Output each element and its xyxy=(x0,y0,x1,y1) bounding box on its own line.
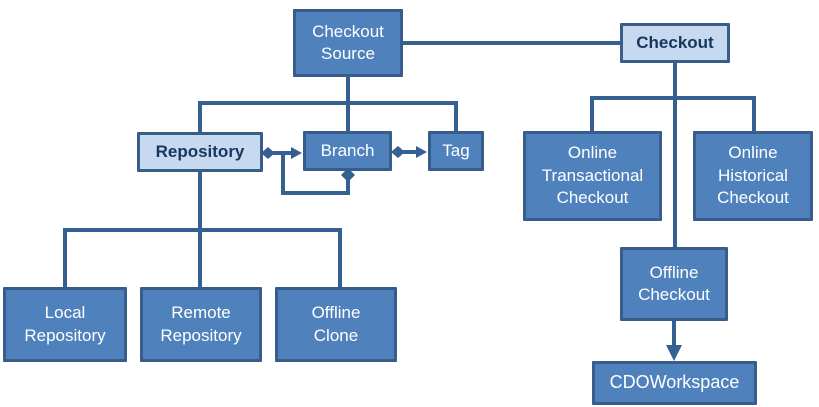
node-remote-repository: Remote Repository xyxy=(140,287,262,362)
node-branch: Branch xyxy=(303,131,392,171)
node-local-repository: Local Repository xyxy=(3,287,127,362)
node-offline-clone: Offline Clone xyxy=(275,287,397,362)
node-cdoworkspace: CDOWorkspace xyxy=(592,361,757,405)
node-checkout-source: Checkout Source xyxy=(293,9,403,77)
node-repository: Repository xyxy=(137,132,263,172)
diamond-repository-branch xyxy=(261,147,275,159)
node-online-historical-checkout: Online Historical Checkout xyxy=(693,131,813,221)
node-offline-checkout: Offline Checkout xyxy=(620,247,728,321)
edge-branch-self-loop xyxy=(281,153,350,195)
node-tag: Tag xyxy=(428,131,484,171)
arrowhead-into-branch xyxy=(291,147,302,159)
diamond-branch-self xyxy=(341,168,355,182)
node-online-transactional-checkout: Online Transactional Checkout xyxy=(523,131,662,221)
arrowhead-into-tag xyxy=(416,146,427,158)
diamond-branch-tag xyxy=(391,146,405,158)
arrowhead-into-cdoworkspace xyxy=(666,345,682,361)
node-checkout: Checkout xyxy=(620,23,730,63)
